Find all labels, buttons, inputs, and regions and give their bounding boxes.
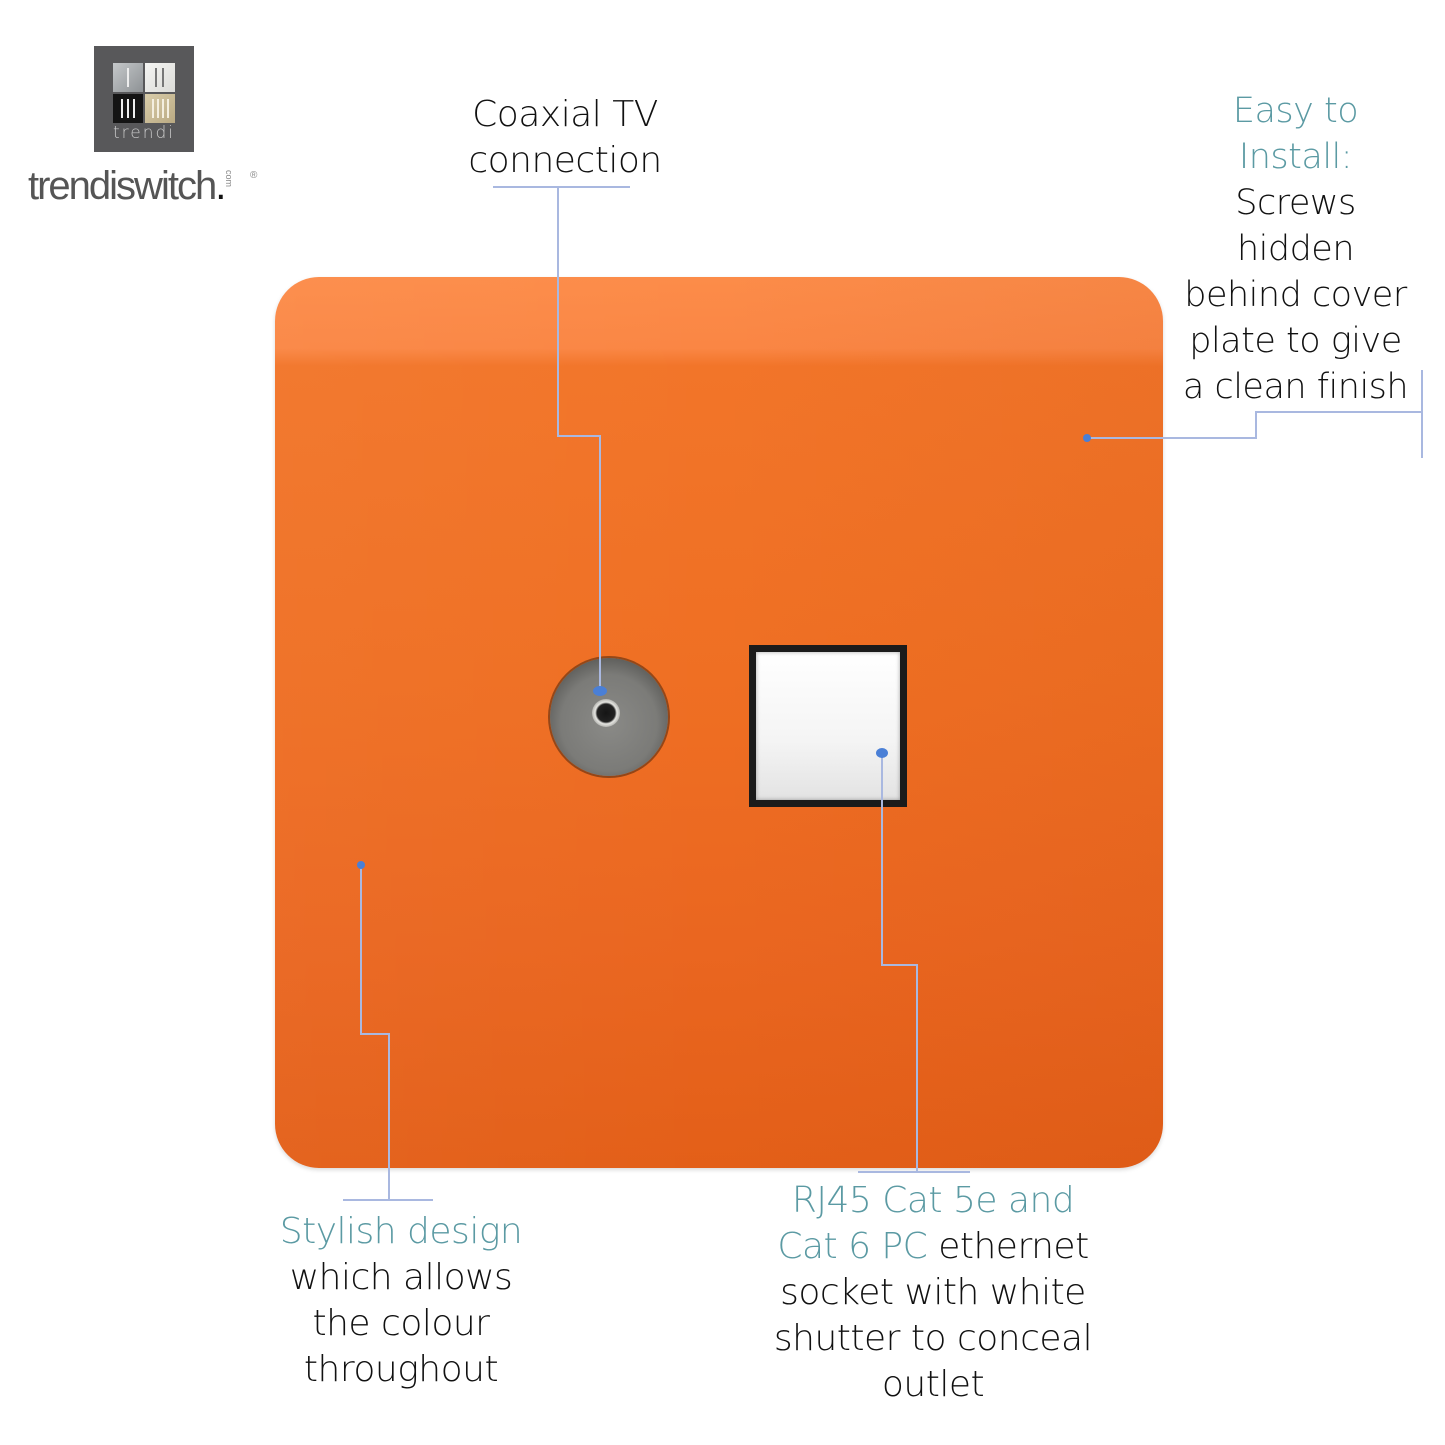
install-highlight-2: Install: [1238,137,1353,177]
stylish-line-2: the colour [312,1303,491,1344]
stylish-callout-text: Stylish design which allows the colour t… [256,1209,546,1393]
logo-tile-black [113,94,143,123]
rj45-line-4: shutter to conceal [773,1318,1093,1359]
coaxial-line-2: connection [468,140,662,181]
logo-word: trendi [112,123,176,143]
install-highlight-1: Easy to [1232,91,1359,131]
stylish-line-3: throughout [303,1349,499,1390]
coaxial-line-1: Coaxial TV [472,94,658,135]
brand-com: com [224,170,234,188]
socket-plate [275,277,1163,1168]
install-line-5: a clean finish [1182,367,1409,407]
brand-name: trendiswitch. [28,164,226,208]
install-line-3: behind cover [1184,275,1407,315]
logo-tile-silver [113,63,143,92]
brand-registered-mark: ® [250,170,258,181]
rj45-callout-text: RJ45 Cat 5e and Cat 6 PC ethernet socket… [748,1178,1118,1408]
stylish-line-1: which allows [289,1257,513,1298]
logo-tile-gold [145,94,175,123]
rj45-line-3: socket with white [780,1272,1086,1313]
rj45-highlight-1: RJ45 Cat 5e and [791,1180,1075,1221]
rj45-socket [749,645,907,807]
coaxial-callout-text: Coaxial TV connection [445,92,685,184]
install-line-2: hidden [1236,229,1355,269]
stylish-highlight: Stylish design [279,1211,523,1252]
logo-tile-white [145,63,175,92]
coaxial-pin [592,699,620,727]
rj45-line-2: Cat 6 PC ethernet [748,1224,1118,1270]
rj45-shutter [756,652,900,800]
install-callout-text: Easy to Install: Screws hidden behind co… [1168,88,1423,410]
rj45-line-2-rest: ethernet [927,1226,1089,1267]
rj45-highlight-2: Cat 6 PC [777,1226,928,1267]
coaxial-tv-socket [550,658,668,776]
install-line-1: Screws [1235,183,1356,223]
install-line-4: plate to give [1189,321,1402,361]
rj45-line-5: outlet [881,1364,985,1405]
brand-logo: trendi [94,46,194,152]
